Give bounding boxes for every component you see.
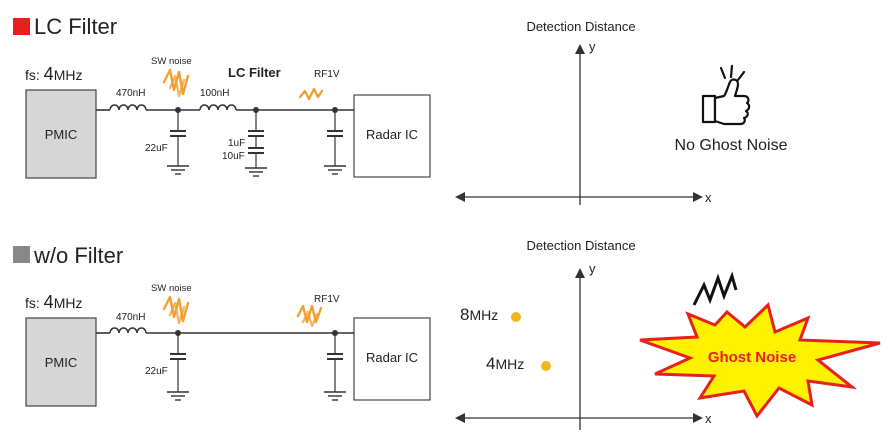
radar-ic-label-bottom: Radar IC	[366, 350, 418, 365]
zigzag-noise-icon	[692, 271, 738, 306]
detection-chart-axes-bottom	[455, 268, 703, 430]
thumbs-up-icon	[701, 64, 751, 126]
switching-frequency-label-bottom: fs: 4MHz	[25, 292, 82, 312]
capacitor-rf	[323, 110, 347, 175]
pmic-label: PMIC	[45, 127, 78, 142]
rf-noise-icon	[298, 87, 324, 101]
inductor-470nh-label: 470nH	[116, 88, 145, 99]
capacitor-22uf-label: 22uF	[145, 143, 168, 154]
top-section: LC Filter fs: 4MHz PMIC Radar IC	[13, 14, 788, 205]
lc-filter-section-title: LC Filter	[34, 14, 117, 39]
x-axis-label-bottom: x	[705, 411, 712, 426]
ghost-point-4mhz	[541, 361, 551, 371]
lc-filter-label: LC Filter	[228, 65, 281, 80]
capacitor-1uf-label: 1uF	[228, 138, 245, 149]
detection-chart-axes-top	[455, 44, 703, 205]
sw-noise-icon	[162, 68, 190, 98]
pmic-block-bottom	[25, 317, 97, 407]
wo-filter-section-title: w/o Filter	[33, 243, 123, 268]
sw-noise-label: SW noise	[151, 56, 192, 67]
capacitor-22uf-label-bottom: 22uF	[145, 366, 168, 377]
pmic-label-bottom: PMIC	[45, 355, 78, 370]
inductor-100nh-label: 100nH	[200, 88, 229, 99]
power-rail-wire-bottom	[96, 327, 354, 334]
switching-frequency-label: fs: 4MHz	[25, 64, 82, 84]
y-axis-label-bottom: y	[589, 261, 596, 276]
capacitor-rf-bottom	[323, 333, 347, 401]
ghost-point-8mhz	[511, 312, 521, 322]
pmic-block	[25, 89, 97, 179]
detection-chart-title-bottom: Detection Distance	[526, 238, 635, 253]
radar-ic-block	[353, 94, 431, 178]
lc-filter-title-marker	[13, 18, 30, 35]
rf-noise-icon-bottom	[296, 304, 323, 328]
power-rail-wire	[96, 104, 354, 111]
y-axis-label-top: y	[589, 39, 596, 54]
radar-ic-block-bottom	[353, 317, 431, 401]
detection-chart-title-top: Detection Distance	[526, 19, 635, 34]
capacitor-22uf	[166, 110, 190, 175]
capacitor-22uf-bottom	[166, 333, 190, 401]
x-axis-label-top: x	[705, 190, 712, 205]
rf1v-label: RF1V	[314, 69, 340, 80]
wo-filter-title-marker	[13, 246, 30, 263]
capacitor-10uf-label: 10uF	[222, 151, 245, 162]
inductor-470nh-label-bottom: 470nH	[116, 312, 145, 323]
no-ghost-noise-label: No Ghost Noise	[675, 137, 788, 154]
capacitor-1uf-10uf	[244, 110, 268, 177]
radar-ic-label: Radar IC	[366, 127, 418, 142]
ghost-point-4mhz-label: 4MHz	[486, 354, 524, 373]
ghost-point-8mhz-label: 8MHz	[460, 305, 498, 324]
ghost-noise-label: Ghost Noise	[708, 349, 796, 366]
sw-noise-label-bottom: SW noise	[151, 283, 192, 294]
ghost-noise-burst	[639, 302, 881, 419]
bottom-section: w/o Filter fs: 4MHz PMIC Radar IC 22uF	[13, 238, 881, 430]
rf1v-label-bottom: RF1V	[314, 294, 340, 305]
sw-noise-icon-bottom	[162, 295, 190, 325]
